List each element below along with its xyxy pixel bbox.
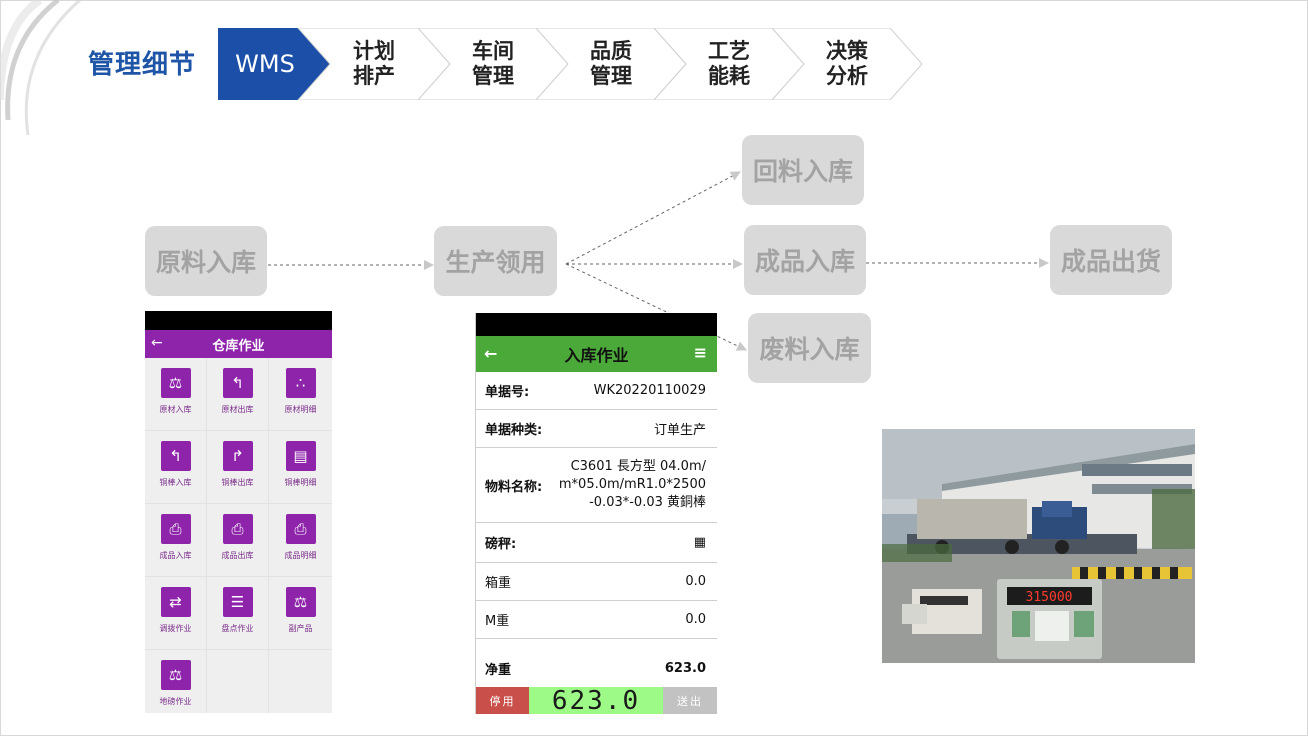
scale-icon: ⚖ (286, 587, 316, 617)
step-wms[interactable]: WMS (218, 28, 312, 100)
warehouse-title: 仓库作业 (145, 335, 332, 354)
doc-number-row: 单据号: WK20220110029 (476, 372, 717, 410)
menu-item-product-detail[interactable]: ⎙成品明细 (269, 504, 332, 577)
node-waste-in: 废料入库 (748, 313, 871, 383)
menu-icon[interactable]: ≡ (694, 343, 707, 362)
inbound-app-bar: ← 入库作业 ≡ (476, 336, 717, 372)
menu-item-rod-detail[interactable]: ▤铜棒明细 (269, 431, 332, 504)
qr-code-icon[interactable]: ▦ (694, 535, 706, 550)
menu-item-product-out[interactable]: ⎙成品出库 (207, 504, 269, 577)
bottom-action-bar: 停用 623.0 送出 (476, 687, 717, 714)
scale-display-reading: 315000 (1026, 590, 1073, 605)
net-weight-value: 623.0 (665, 661, 706, 676)
menu-item-product-in[interactable]: ⎙成品入库 (145, 504, 207, 577)
menu-item-weighbridge[interactable]: ⚖地磅作业 (145, 650, 207, 713)
menu-empty-cell (207, 650, 269, 713)
net-weight-row: 净重 623.0 (476, 639, 717, 687)
transfer-icon: ⇄ (161, 587, 191, 617)
archive-icon: ▤ (286, 441, 316, 471)
inbound-phone-screenshot: ← 入库作业 ≡ 单据号: WK20220110029 单据种类: 订单生产 物… (475, 313, 717, 714)
warehouse-phone-screenshot: ← 仓库作业 ⚖原材入库 ↰原材出库 ∴原材明细 ↰铜棒入库 ↱铜棒出库 ▤铜棒… (145, 311, 332, 713)
inbound-title: 入库作业 (564, 342, 628, 366)
material-row: 物料名称: C3601 長方型 04.0m/ m*05.0m/mR1.0*250… (476, 448, 717, 523)
node-raw-in: 原料入库 (145, 226, 267, 296)
step-quality[interactable]: 品质 管理 (568, 28, 654, 100)
scale-icon: ⚖ (161, 660, 191, 690)
forward-icon: ↱ (223, 441, 253, 471)
material-value: C3601 長方型 04.0m/ m*05.0m/mR1.0*2500 -0.0… (556, 458, 706, 512)
step-energy[interactable]: 工艺 能耗 (686, 28, 772, 100)
scale-icon: ⚖ (161, 368, 191, 398)
page-title: 管理细节 (88, 44, 196, 81)
send-button[interactable]: 送出 (663, 687, 717, 714)
scale-row[interactable]: 磅秤: ▦ (476, 523, 717, 563)
weighbridge-photo: 315000 (882, 429, 1195, 663)
menu-item-raw-in[interactable]: ⚖原材入库 (145, 358, 207, 431)
node-production: 生产领用 (434, 226, 557, 296)
back-arrow-icon[interactable]: ← (151, 335, 163, 351)
stop-button[interactable]: 停用 (476, 687, 529, 714)
node-finished-in: 成品入库 (744, 225, 866, 295)
menu-item-stocktake[interactable]: ☰盘点作业 (207, 577, 269, 650)
step-analysis[interactable]: 决策 分析 (804, 28, 890, 100)
doc-number-value: WK20220110029 (594, 383, 706, 398)
node-return-in: 回料入库 (742, 135, 864, 205)
printer-icon: ⎙ (223, 514, 253, 544)
process-steps: WMS 计划 排产 车间 管理 品质 管理 工艺 能耗 决策 分析 (218, 28, 928, 100)
box-weight-row[interactable]: 箱重 0.0 (476, 563, 717, 601)
weight-lcd-display: 623.0 (529, 687, 663, 714)
menu-item-rod-out[interactable]: ↱铜棒出库 (207, 431, 269, 504)
doc-type-row[interactable]: 单据种类: 订单生产 (476, 410, 717, 448)
doc-type-value: 订单生产 (654, 419, 706, 438)
status-bar (476, 313, 717, 336)
menu-item-byproduct[interactable]: ⚖副产品 (269, 577, 332, 650)
menu-item-rod-in[interactable]: ↰铜棒入库 (145, 431, 207, 504)
reply-icon: ↰ (223, 368, 253, 398)
box-weight-value: 0.0 (685, 574, 706, 589)
menu-item-transfer[interactable]: ⇄调拨作业 (145, 577, 207, 650)
menu-item-raw-detail[interactable]: ∴原材明细 (269, 358, 332, 431)
list-icon: ☰ (223, 587, 253, 617)
node-ship-out: 成品出货 (1050, 225, 1172, 295)
warehouse-menu-grid: ⚖原材入库 ↰原材出库 ∴原材明细 ↰铜棒入库 ↱铜棒出库 ▤铜棒明细 ⎙成品入… (145, 358, 332, 713)
step-workshop[interactable]: 车间 管理 (450, 28, 536, 100)
m-weight-value: 0.0 (685, 612, 706, 627)
menu-item-raw-out[interactable]: ↰原材出库 (207, 358, 269, 431)
warehouse-app-bar: ← 仓库作业 (145, 330, 332, 358)
m-weight-row[interactable]: M重 0.0 (476, 601, 717, 639)
menu-empty-cell (269, 650, 332, 713)
reply-icon: ↰ (161, 441, 191, 471)
printer-icon: ⎙ (286, 514, 316, 544)
printer-icon: ⎙ (161, 514, 191, 544)
step-planning[interactable]: 计划 排产 (330, 28, 418, 100)
share-icon: ∴ (286, 368, 316, 398)
status-bar (145, 311, 332, 330)
back-arrow-icon[interactable]: ← (484, 344, 497, 363)
